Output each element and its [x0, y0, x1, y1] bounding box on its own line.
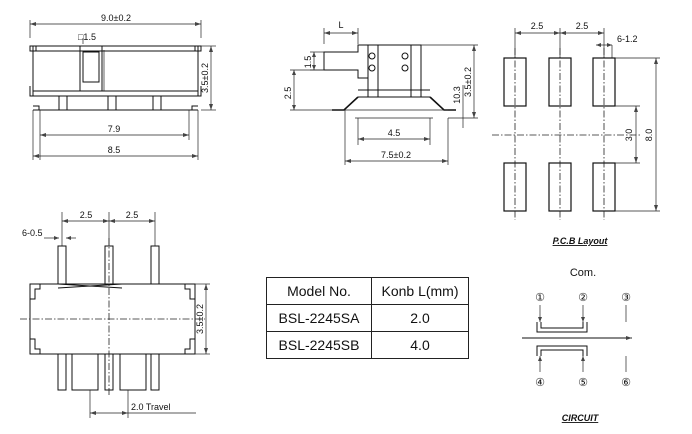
pcb-layout-title: P.C.B Layout [553, 236, 609, 246]
front-height-label: 3.5±0.2 [200, 63, 210, 93]
table-header-row: Model No. Konb L(mm) [266, 277, 469, 305]
header-knob-length: Konb L(mm) [371, 277, 469, 305]
side-inner-width-label: 4.5 [388, 128, 401, 138]
table-row: BSL-2245SB 4.0 [266, 331, 469, 359]
pin-4-label: ④ [535, 377, 545, 389]
knob-length-cell: 2.0 [371, 304, 469, 332]
bottom-height-label: 3.5±0.2 [195, 304, 205, 334]
side-outer-width-label: 7.5±0.2 [381, 150, 411, 160]
knob-l-label: L [338, 20, 343, 30]
side-left-height-label: 2.5 [283, 87, 293, 100]
table-row: BSL-2245SA 2.0 [266, 304, 469, 332]
knob-height-label: 1.5 [303, 56, 313, 69]
travel-label: 2.0 Travel [131, 402, 171, 412]
model-cell: BSL-2245SA [266, 304, 372, 332]
pin-1-label: ① [535, 292, 545, 304]
com-label: Com. [570, 267, 596, 279]
knob-length-cell: 4.0 [371, 331, 469, 359]
pcb-row-gap-label: 3.0 [624, 129, 634, 142]
pin-3-label: ③ [621, 292, 631, 304]
side-view: L 1.5 2.5 3.5±0.2 10.3 [283, 20, 478, 165]
knob-size-label: □1.5 [78, 32, 96, 42]
front-width-label: 9.0±0.2 [101, 13, 131, 23]
bottom-pitch-1-label: 2.5 [80, 210, 93, 220]
body-length-label: 8.5 [108, 145, 121, 155]
bottom-pitch-2-label: 2.5 [126, 210, 139, 220]
pcb-pitch-2-label: 2.5 [576, 21, 589, 31]
pcb-layout: 2.5 2.5 6-1.2 3.0 8.0 P.C.B Layout [492, 21, 660, 246]
pcb-pitch-1-label: 2.5 [531, 21, 544, 31]
pin-6-label: ⑥ [621, 377, 631, 389]
pcb-overall-height-label: 8.0 [644, 129, 654, 142]
side-right-height-a-label: 10.3 [452, 86, 462, 104]
pin-span-label: 7.9 [108, 124, 121, 134]
header-model-no: Model No. [266, 277, 372, 305]
front-view: 9.0±0.2 □1.5 3.5±0.2 7.9 [29, 13, 216, 160]
pin-2-label: ② [578, 292, 588, 304]
model-cell: BSL-2245SB [266, 331, 372, 359]
bottom-view: 2.5 2.5 6-0.5 3.5±0.2 2.0 Tr [20, 210, 210, 418]
side-right-height-b-label: 3.5±0.2 [463, 67, 473, 97]
circuit-title: CIRCUIT [562, 413, 600, 423]
circuit-diagram: Com. ① ② ③ ④ ⑤ ⑥ CIRCUIT [522, 267, 632, 423]
bottom-pin-note-label: 6-0.5 [22, 228, 43, 238]
pin-5-label: ⑤ [578, 377, 588, 389]
pcb-pad-note-label: 6-1.2 [617, 34, 638, 44]
model-table: Model No. Konb L(mm) BSL-2245SA 2.0 BSL-… [266, 277, 469, 359]
